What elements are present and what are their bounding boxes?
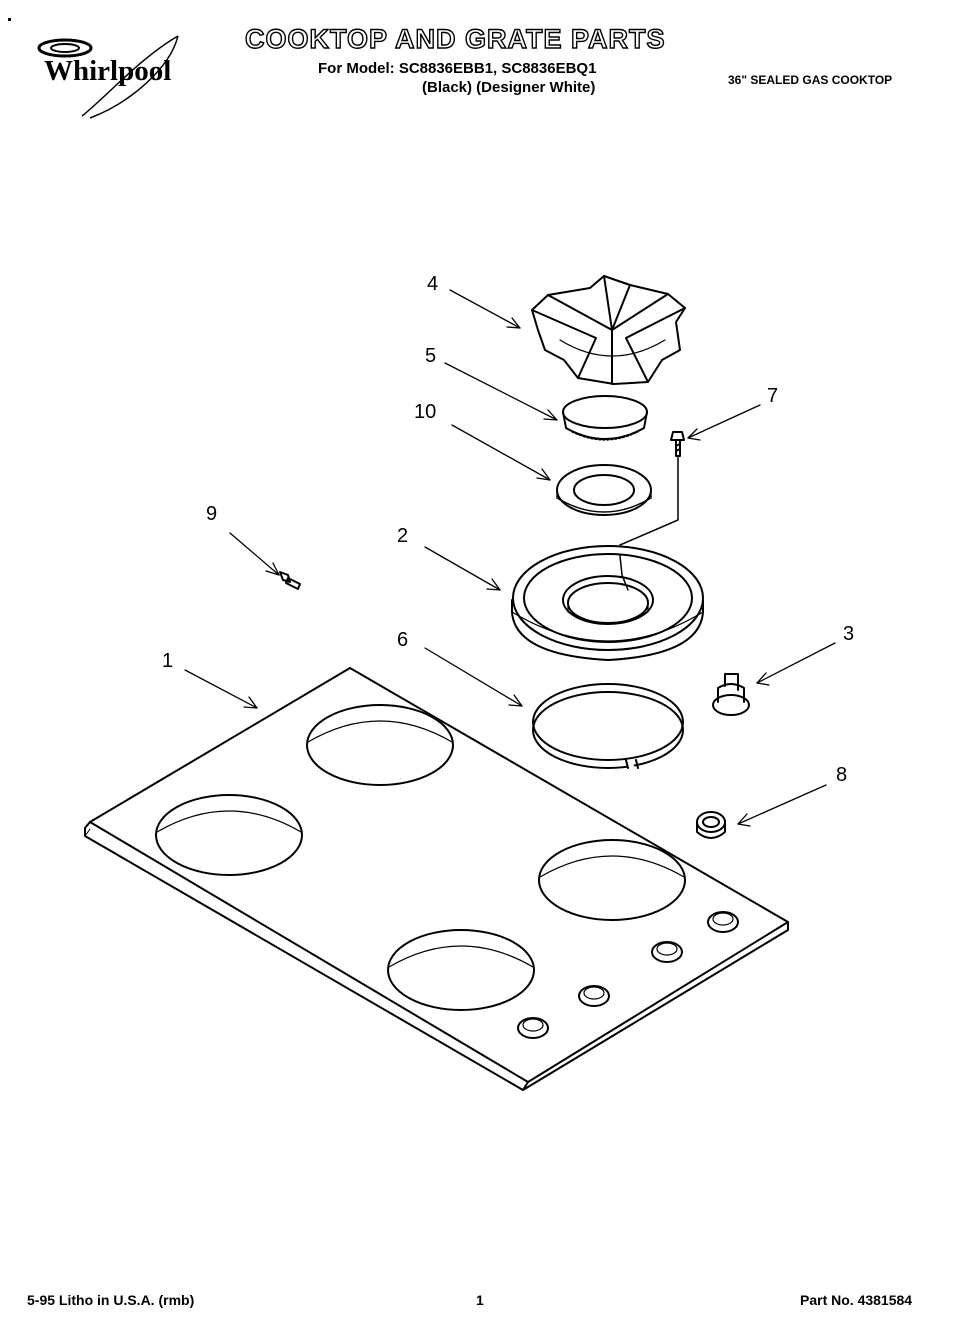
callout-4: 4 (427, 273, 438, 295)
burner-cap (562, 395, 648, 441)
callout-5: 5 (425, 345, 436, 367)
burner-grate (531, 275, 686, 385)
model-line: For Model: SC8836EBB1, SC8836EBQ1 (318, 60, 597, 77)
valve-stem (712, 673, 750, 716)
callout-numbers: 1 2 3 4 5 6 7 8 9 10 (162, 273, 854, 786)
callout-10: 10 (414, 401, 436, 423)
callout-2: 2 (397, 525, 408, 547)
grommet (696, 811, 726, 839)
cooktop-panel (84, 667, 789, 1091)
whirlpool-logo (37, 35, 179, 119)
mounting-screw (279, 571, 301, 590)
product-type: 36" SEALED GAS COOKTOP (728, 73, 893, 87)
callout-9: 9 (206, 503, 217, 525)
callout-3: 3 (843, 623, 854, 645)
color-variants: (Black) (Designer White) (422, 79, 596, 96)
page-number: 1 (476, 1292, 484, 1308)
split-ring (532, 683, 684, 773)
burner-screw (619, 431, 685, 546)
burner-ring (556, 464, 652, 516)
callout-1: 1 (162, 650, 173, 672)
leader-lines (184, 289, 836, 827)
callout-7: 7 (767, 385, 778, 407)
scan-dot (8, 18, 11, 21)
burner-base (511, 545, 704, 661)
callout-8: 8 (836, 764, 847, 786)
litho-note: 5-95 Litho in U.S.A. (rmb) (27, 1292, 195, 1308)
brand-wordmark: Whirlpool (44, 55, 172, 87)
part-number: Part No. 4381584 (800, 1292, 913, 1308)
page-title: COOKTOP AND GRATE PARTS (244, 23, 666, 54)
callout-6: 6 (397, 629, 408, 651)
